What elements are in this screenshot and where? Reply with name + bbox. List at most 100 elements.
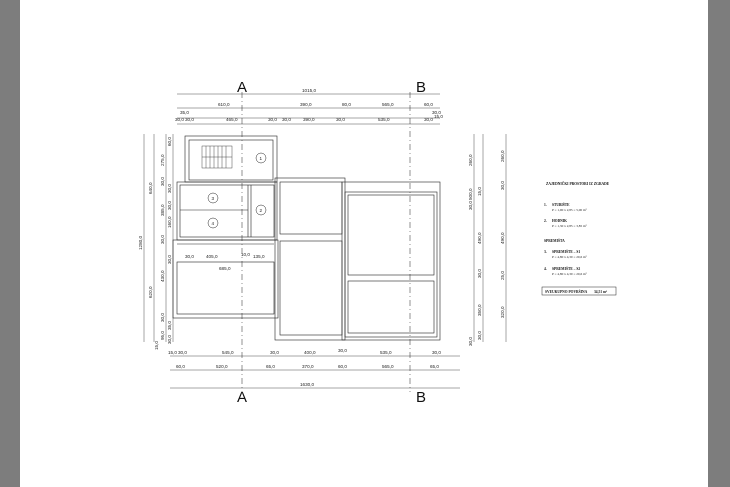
section-label-b-top: B [416,79,426,96]
dim-inner-3: 135,0 [253,254,265,259]
room-middle-upper [279,181,343,235]
dim-left-in-4: 430,0 [160,270,165,282]
floor-plan-drawing: A B A B 1 2 3 4 1015,0 610,0 [138,79,617,406]
dim-right-a-1: 500,0 [468,188,473,200]
section-label-a-top: A [237,79,247,96]
legend-storage-title: SPREMIŠTA [544,238,565,243]
legend-item-1-num: 1. [544,203,547,207]
dim-left-sm-2: 30,0 [167,201,172,210]
dim-right-a-3: 30,0 [477,269,482,278]
dim-left-sm-3: 160,0 [167,216,172,228]
staircase [201,145,233,169]
dim-right-sm-2: 30,0 [468,337,473,346]
dim-left-mid-1: 620,0 [148,286,153,298]
room-middle-wall [274,177,346,341]
legend-item-1-detail: P = 1,90 x 2,85 = 5,00 m² [552,208,587,213]
dim-top-3-9: 15,0 [434,114,443,119]
legend-item-2-name: HODNIK [552,219,567,223]
room-number-1: 1 [260,156,263,161]
dim-top-2-3: 565,0 [382,102,394,107]
legend-storage-2-detail: P = 4,80 x 4,30 = 20,6 m² [552,272,587,277]
dim-left-in-1: 30,0 [160,177,165,186]
legend-item-2-num: 2. [544,219,547,223]
dim-left-in-0: 275,0 [160,154,165,166]
room-right-wall [341,181,441,341]
dim-bot-1-0: 15,0 [168,350,177,355]
dim-top-2-1: 390,0 [300,102,312,107]
dim-right-sm-1: 30,0 [468,201,473,210]
dim-top-3-7: 535,0 [378,117,390,122]
dim-top-3-0: 30,0 [175,117,184,122]
dim-bot-2-2: 65,0 [266,364,275,369]
dim-left-sm-4: 30,0 [167,255,172,264]
legend-total-label: SVEUKUPNO POVRŠINA [545,289,588,294]
dim-bot-total: 1630,0 [300,382,314,387]
dim-left-in-3: 30,0 [160,235,165,244]
room-lower-left-wall [172,239,279,319]
dim-right-a-2: 490,0 [477,232,482,244]
dim-inner-2: 10,0 [241,252,250,257]
legend-storage-1-detail: P = 4,80 x 4,30 = 20,6 m² [552,255,587,260]
dim-right-b-4: 350,0 [477,304,482,316]
room-number-4: 4 [212,221,215,226]
room-right-lower [347,280,435,334]
room-number-3: 3 [212,196,215,201]
dim-right-b-5: 30,0 [477,331,482,340]
dim-bot-2-6: 65,0 [430,364,439,369]
dim-right-b-0: 260,0 [500,150,505,162]
dim-top-3t-0: 35,0 [180,110,189,115]
drawing-sheet: A B A B 1 2 3 4 1015,0 610,0 [20,0,708,487]
room-right-upper [347,194,435,276]
dim-left-total: 1280,0 [138,236,143,250]
dim-left-sm-6: 95,0 [160,331,165,340]
dim-right-b-2: 490,0 [500,232,505,244]
dim-left-in-5: 30,0 [160,313,165,322]
dim-right-b-1: 30,0 [500,181,505,190]
dim-bot-2-1: 520,0 [216,364,228,369]
storage-block-inner [179,184,275,238]
stair-core-inner [188,139,274,181]
dim-top-3-8: 30,0 [424,117,433,122]
dim-right-sm-0: 15,0 [477,187,482,196]
legend-title: ZAJEDNIČKI PROSTORI IZ ZGRADE [546,181,610,186]
dim-left-sm-1: 30,0 [167,184,172,193]
dim-left-sm-8: 30,0 [167,335,172,344]
dim-right-a-0: 260,0 [468,154,473,166]
legend-total-value: 34,51 m² [594,290,607,294]
dim-bot-2-0: 60,0 [176,364,185,369]
legend-storage-2-num: 4. [544,267,547,271]
dim-bot-2-4: 60,0 [338,364,347,369]
dim-bot-1-5: 30,0 [338,348,347,353]
room-number-2: 2 [260,208,263,213]
legend-storage-2-name: SPREMIŠTE – S2 [552,266,580,271]
legend-item-1-name: STUBIŠTE [552,202,570,207]
dim-left-sm-5: 15,0 [154,341,159,350]
dim-left-sm-7: 35,0 [167,321,172,330]
dim-top-3-1: 30,0 [185,117,194,122]
dim-bot-1-1: 30,0 [178,350,187,355]
dim-left-in-2: 385,0 [160,204,165,216]
dim-inner-1: 405,0 [206,254,218,259]
legend-storage-1-name: SPREMIŠTE – S1 [552,249,580,254]
dim-top-total: 1015,0 [302,88,316,93]
dim-top-2-2: 80,0 [342,102,351,107]
dim-right-a-4: 320,0 [500,306,505,318]
dim-right-b-3: 25,0 [500,271,505,280]
stair-core-wall [184,135,278,183]
section-label-b-bottom: B [416,389,426,406]
room-lower-left-inner [176,261,275,315]
dim-top-2-4: 60,0 [424,102,433,107]
dim-left-sm-0: 60,0 [167,137,172,146]
dim-inner-5: 30,0 [185,254,194,259]
dim-top-3-2: 465,0 [226,117,238,122]
dim-top-3-5: 390,0 [303,117,315,122]
dim-bot-1-2: 545,0 [222,350,234,355]
dim-inner-4: 685,0 [219,266,231,271]
dim-bot-1-4: 400,0 [304,350,316,355]
legend-storage-1-num: 3. [544,250,547,254]
room-middle-lower [279,240,343,336]
dim-bot-1-7: 30,0 [432,350,441,355]
dim-top-2-0: 610,0 [218,102,230,107]
legend: ZAJEDNIČKI PROSTORI IZ ZGRADE 1. STUBIŠT… [541,181,617,296]
